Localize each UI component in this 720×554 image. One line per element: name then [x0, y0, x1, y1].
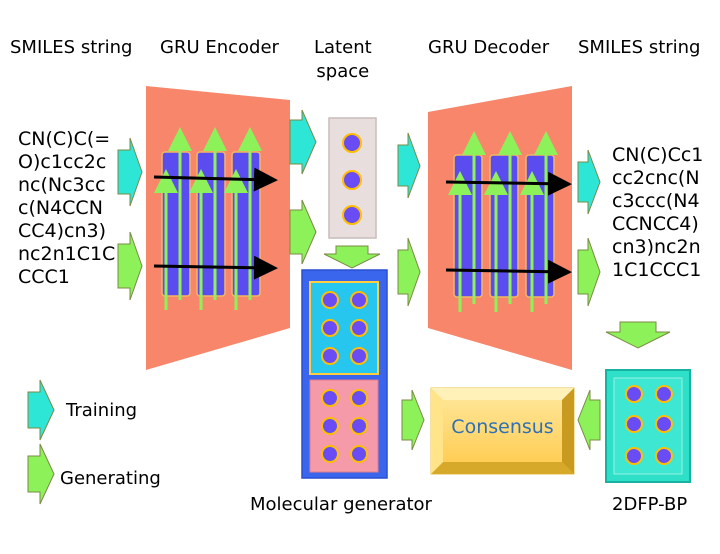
generating-arrow-encoder-out	[289, 199, 317, 265]
training-arrow-encoder-out	[289, 109, 317, 175]
generating-arrows	[117, 199, 671, 451]
decoder-gru-cells	[453, 154, 555, 298]
generating-arrow-generator-out	[397, 237, 421, 307]
latent-node-3	[342, 205, 362, 225]
encoder-upward-arrows	[154, 127, 262, 310]
generating-arrow-fp-in	[577, 389, 601, 451]
latent-node-1	[342, 133, 362, 153]
latent-nodes	[342, 133, 362, 225]
generating-arrow-consensus-in	[401, 389, 425, 451]
encoder-hidden-arrows	[153, 167, 278, 280]
training-arrow-input	[117, 137, 143, 207]
consensus-box	[430, 387, 575, 475]
smiles-input-text: CN(C)C(= O)c1cc2c nc(Nc3cc c(N4CCN CC4)c…	[18, 128, 116, 288]
generating-arrow-output	[577, 237, 601, 307]
decoder-hidden-arrows	[445, 171, 572, 284]
heading-gru-encoder: GRU Encoder	[160, 37, 279, 58]
fp-bp-label: 2DFP-BP	[612, 494, 688, 515]
legend-training-label: Training	[66, 400, 138, 421]
heading-smiles-output: SMILES string	[578, 37, 701, 58]
fp-bp-nodes	[625, 385, 673, 465]
training-arrow-output	[577, 149, 601, 215]
latent-node-2	[342, 170, 362, 190]
heading-smiles-input: SMILES string	[10, 37, 133, 58]
generating-arrow-fp-down	[605, 321, 671, 349]
decoder-upward-arrows	[448, 131, 558, 312]
generating-arrow-input	[117, 231, 143, 301]
heading-latent-space: Latent space	[314, 37, 372, 82]
decoder-cell-2	[489, 154, 519, 298]
heading-gru-decoder: GRU Decoder	[428, 37, 550, 58]
legend-generating-icon	[27, 443, 55, 505]
decoder-cell-1	[453, 154, 483, 298]
training-arrows	[117, 109, 601, 215]
decoder-cell-3	[525, 154, 555, 298]
generator-nodes	[321, 291, 368, 463]
consensus-label: Consensus	[451, 416, 554, 438]
smiles-output-text: CN(C)Cc1 cc2cnc(N c3ccc(N4 CCNCC4) cn3)n…	[612, 144, 704, 281]
training-arrow-latent-out	[397, 132, 421, 199]
generating-arrow-latent-down	[323, 245, 381, 269]
encoder-gru-cells	[161, 151, 261, 297]
molecular-generator-label: Molecular generator	[250, 494, 432, 515]
legend-generating-label: Generating	[60, 468, 161, 489]
legend-training-icon	[27, 379, 55, 441]
